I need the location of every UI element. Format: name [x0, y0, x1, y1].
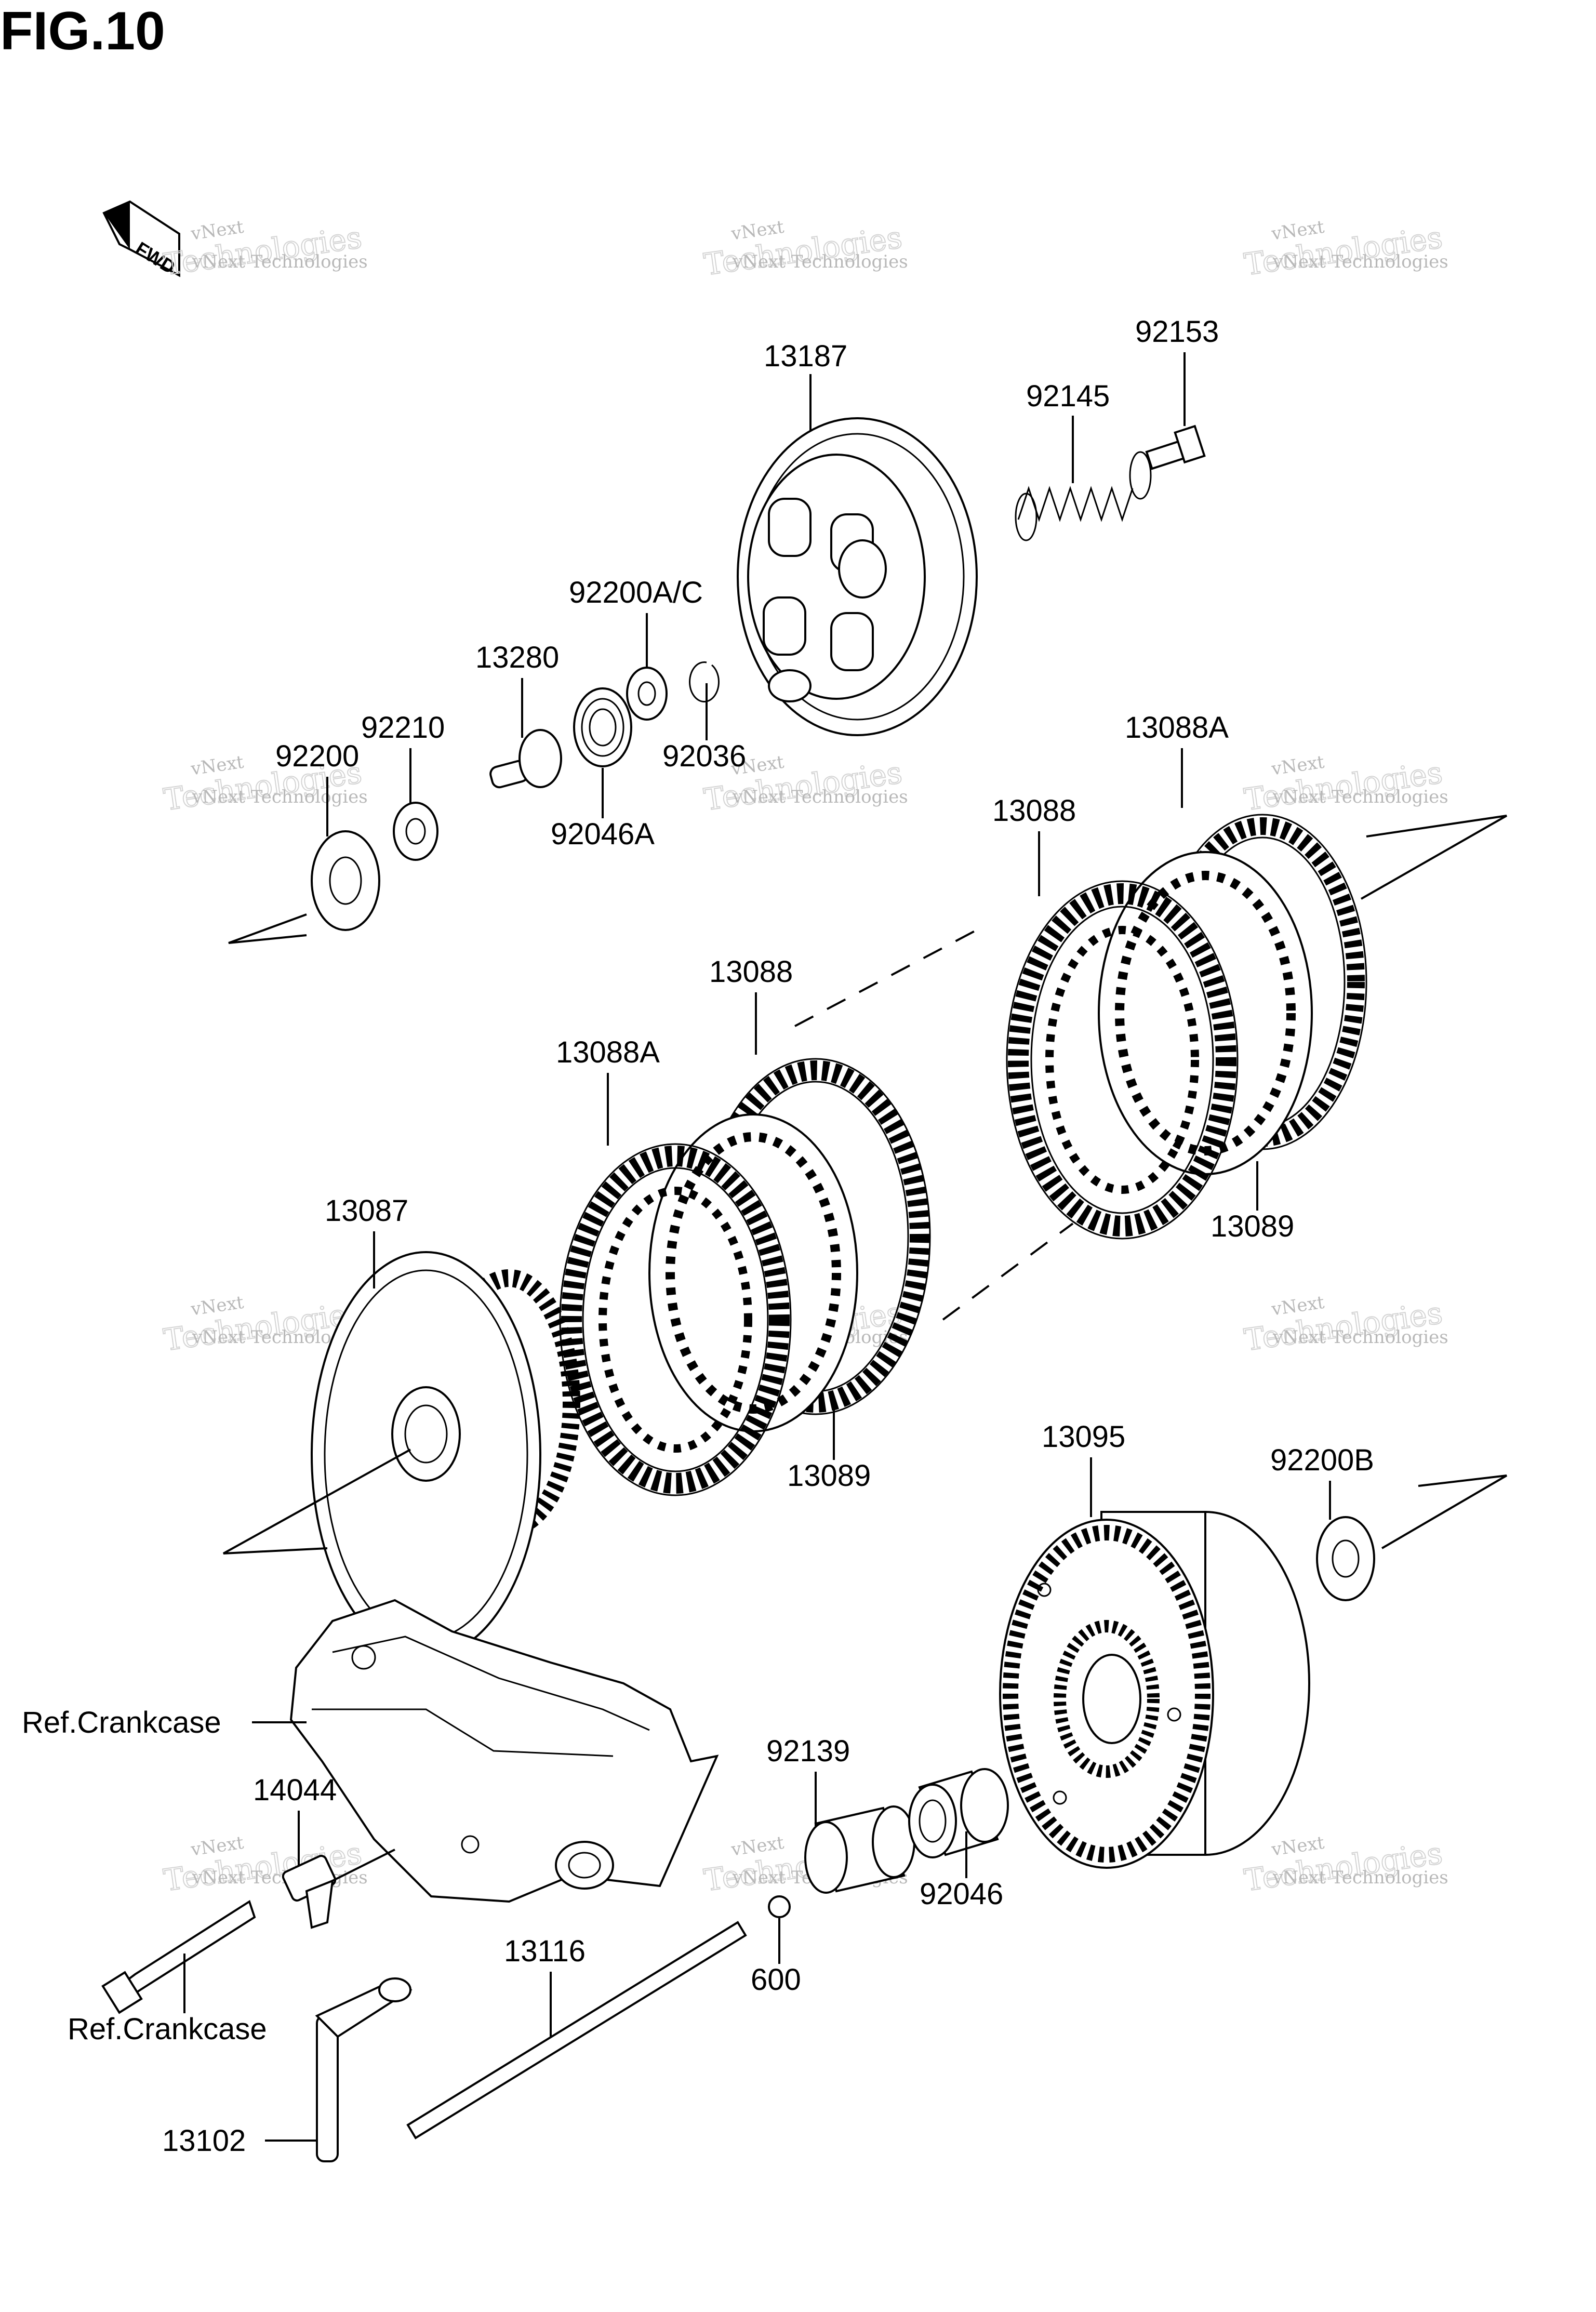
label-13102: 13102	[162, 2124, 246, 2158]
bolt-ref-crankcase	[101, 1899, 256, 2014]
leader-92200	[228, 913, 307, 944]
leader-92200b	[1381, 1474, 1508, 1549]
label-13088-right: 13088	[992, 794, 1076, 828]
label-92200: 92200	[275, 739, 359, 773]
label-13088-mid: 13088	[709, 955, 793, 989]
leader-13087	[223, 1449, 411, 1554]
label-92139: 92139	[766, 1734, 850, 1768]
needle-bearing-92046	[908, 1768, 1009, 1858]
label-13095: 13095	[1042, 1420, 1125, 1454]
pusher-13280	[489, 729, 562, 789]
pressure-plate-13187	[737, 417, 978, 736]
label-13089-right: 13089	[1211, 1210, 1294, 1243]
svg-text:vNext Technologies: vNext Technologies	[1272, 1327, 1448, 1348]
bushing-92139	[804, 1805, 915, 1894]
label-13088a-top: 13088A	[1125, 711, 1229, 745]
label-92046a: 92046A	[551, 817, 655, 851]
push-rod-13116	[406, 1921, 747, 2140]
label-92210: 92210	[361, 711, 445, 745]
guide-14044	[282, 1855, 337, 1929]
label-92036: 92036	[662, 739, 746, 773]
lock-washer-92200	[311, 830, 380, 931]
svg-text:vNext Technologies: vNext Technologies	[732, 251, 908, 272]
label-13089-left: 13089	[787, 1459, 871, 1493]
label-13088a-left: 13088A	[556, 1035, 660, 1069]
circlip-92036	[689, 661, 720, 702]
nut-92210	[393, 802, 438, 861]
svg-text:vNext Technologies: vNext Technologies	[732, 787, 908, 807]
label-13087: 13087	[325, 1194, 408, 1228]
svg-text:vNext Technologies: vNext Technologies	[1272, 251, 1448, 272]
clutch-housing-13095	[999, 1511, 1310, 1869]
spring-92145	[1015, 451, 1152, 541]
label-600: 600	[751, 1963, 801, 1997]
label-ref-crankcase-2: Ref.Crankcase	[68, 2012, 267, 2046]
svg-text:vNext Technologies: vNext Technologies	[192, 251, 368, 272]
svg-text:vNext Technologies: vNext Technologies	[1272, 1867, 1448, 1888]
label-92200b: 92200B	[1270, 1443, 1374, 1477]
label-92200ac: 92200A/C	[569, 576, 703, 609]
label-ref-crankcase-1: Ref.Crankcase	[22, 1706, 221, 1739]
release-shaft-13102	[315, 1977, 413, 2162]
label-14044: 14044	[253, 1773, 337, 1807]
friction-plate-13088-right	[1006, 880, 1239, 1240]
label-92145: 92145	[1026, 379, 1110, 413]
bolt-92153	[1145, 424, 1206, 470]
leader-right-set	[1361, 815, 1507, 900]
label-13280: 13280	[475, 641, 559, 674]
label-13116: 13116	[504, 1934, 586, 1968]
label-92153: 92153	[1135, 315, 1219, 349]
clutch-hub-13087	[311, 1251, 580, 1658]
svg-text:vNext Technologies: vNext Technologies	[1272, 787, 1448, 807]
label-13187: 13187	[764, 339, 847, 373]
ball-600	[768, 1895, 791, 1918]
figure-title: FIG.10	[0, 1, 165, 61]
svg-text:vNext Technologies: vNext Technologies	[192, 1867, 368, 1888]
washer-92200b	[1316, 1516, 1375, 1601]
svg-text:vNext Technologies: vNext Technologies	[192, 787, 368, 807]
washer-92200ac	[626, 667, 668, 721]
label-92046: 92046	[920, 1877, 1003, 1911]
crankcase-fragment	[289, 1599, 719, 1903]
